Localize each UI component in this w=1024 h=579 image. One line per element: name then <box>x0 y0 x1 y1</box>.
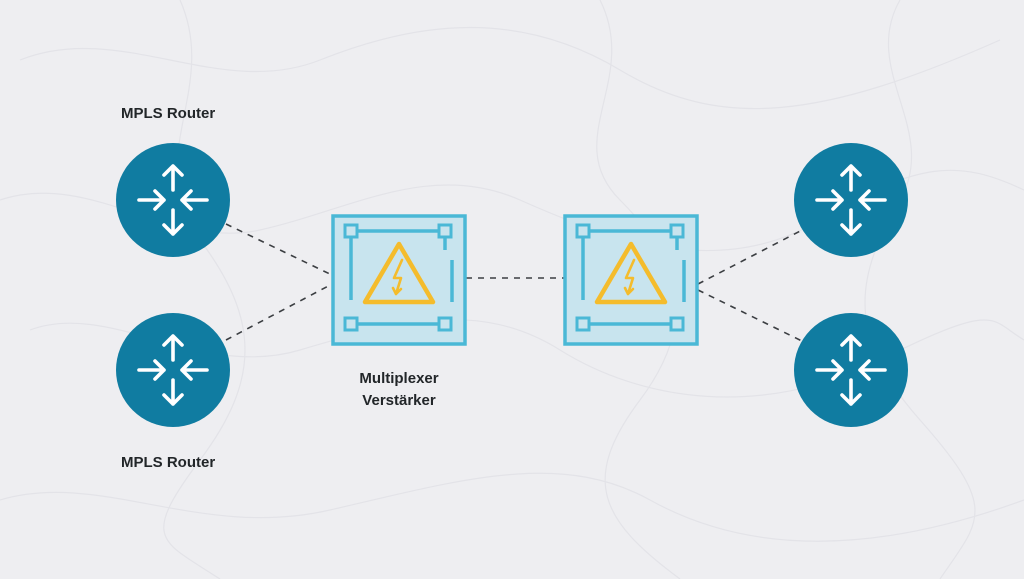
router-label-top: MPLS Router <box>121 105 216 122</box>
router-top-right <box>794 143 908 257</box>
multiplexer-box-icon <box>333 216 465 344</box>
connector-mux-to-router-bottom-right <box>697 289 807 344</box>
router-label-bottom: MPLS Router <box>121 454 216 471</box>
multiplexer-right <box>565 216 697 344</box>
multiplexer-left <box>333 216 465 344</box>
connector-mux-to-router-top-right <box>697 227 807 285</box>
multiplexer-label: Multiplexer Verstärker <box>340 368 458 412</box>
connector-router-top-left-to-mux <box>225 223 335 277</box>
connector-lines <box>225 223 807 344</box>
router-top-left <box>116 143 230 257</box>
multiplexer-label-line1: Multiplexer <box>359 370 439 387</box>
router-bottom-right <box>794 313 908 427</box>
router-bottom-left <box>116 313 230 427</box>
connector-router-bottom-left-to-mux <box>225 282 335 341</box>
multiplexer-box-icon <box>565 216 697 344</box>
multiplexer-label-line2: Verstärker <box>362 392 436 409</box>
